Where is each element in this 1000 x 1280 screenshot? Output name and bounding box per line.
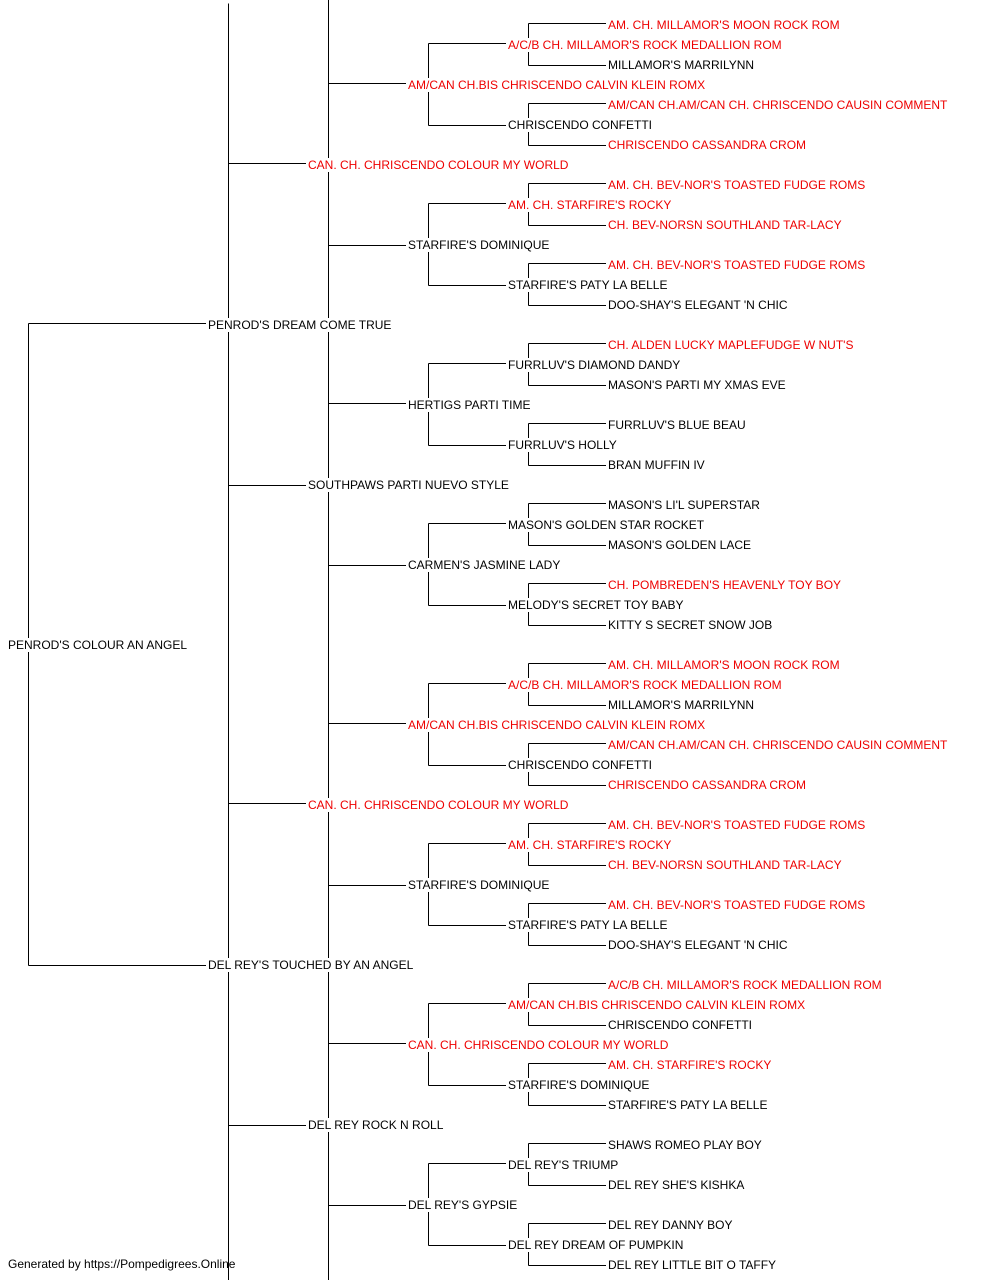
- pedigree-entry-gen-4[interactable]: MASON'S GOLDEN STAR ROCKET: [507, 518, 706, 532]
- pedigree-entry-gen-4[interactable]: CHRISCENDO CONFETTI: [507, 758, 653, 772]
- pedigree-entry-gen-5[interactable]: SHAWS ROMEO PLAY BOY: [607, 1138, 763, 1152]
- pedigree-entry-gen-3[interactable]: STARFIRE'S DOMINIQUE: [407, 878, 551, 892]
- pedigree-entry-gen-4[interactable]: AM/CAN CH.BIS CHRISCENDO CALVIN KLEIN RO…: [507, 998, 807, 1012]
- pedigree-entry-gen-5[interactable]: AM. CH. MILLAMOR'S MOON ROCK ROM: [607, 658, 841, 672]
- pedigree-entry-gen-5[interactable]: DOO-SHAY'S ELEGANT 'N CHIC: [607, 298, 789, 312]
- pedigree-entry-gen-5[interactable]: CH. POMBREDEN'S HEAVENLY TOY BOY: [607, 578, 843, 592]
- pedigree-entry-gen-5[interactable]: AM/CAN CH.AM/CAN CH. CHRISCENDO CAUSIN C…: [607, 738, 949, 752]
- pedigree-entry-gen-5[interactable]: MASON'S GOLDEN LACE: [607, 538, 752, 552]
- pedigree-entry-gen-5[interactable]: CH. ALDEN LUCKY MAPLEFUDGE W NUT'S: [607, 338, 855, 352]
- pedigree-entry-gen-5[interactable]: AM. CH. BEV-NOR'S TOASTED FUDGE ROMS: [607, 898, 867, 912]
- pedigree-entry-gen-3[interactable]: HERTIGS PARTI TIME: [407, 398, 532, 412]
- generated-by-footer: Generated by https://Pompedigrees.Online: [8, 1257, 236, 1271]
- pedigree-entry-gen-5[interactable]: CH. BEV-NORSN SOUTHLAND TAR-LACY: [607, 218, 843, 232]
- pedigree-entry-gen-2[interactable]: CAN. CH. CHRISCENDO COLOUR MY WORLD: [307, 798, 570, 812]
- pedigree-entry-gen-5[interactable]: DEL REY SHE'S KISHKA: [607, 1178, 746, 1192]
- pedigree-entry-gen-3[interactable]: AM/CAN CH.BIS CHRISCENDO CALVIN KLEIN RO…: [407, 78, 707, 92]
- pedigree-entry-gen-5[interactable]: CHRISCENDO CONFETTI: [607, 1018, 753, 1032]
- pedigree-entry-gen-4[interactable]: FURRLUV'S DIAMOND DANDY: [507, 358, 682, 372]
- pedigree-entry-gen-5[interactable]: AM. CH. STARFIRE'S ROCKY: [607, 1058, 773, 1072]
- pedigree-entry-gen-4[interactable]: AM. CH. STARFIRE'S ROCKY: [507, 838, 673, 852]
- pedigree-entry-gen-1[interactable]: DEL REY'S TOUCHED BY AN ANGEL: [207, 958, 415, 972]
- pedigree-entry-gen-4[interactable]: A/C/B CH. MILLAMOR'S ROCK MEDALLION ROM: [507, 678, 783, 692]
- pedigree-entry-gen-5[interactable]: AM. CH. BEV-NOR'S TOASTED FUDGE ROMS: [607, 178, 867, 192]
- pedigree-entry-gen-4[interactable]: STARFIRE'S DOMINIQUE: [507, 1078, 651, 1092]
- pedigree-entry-gen-3[interactable]: DEL REY'S GYPSIE: [407, 1198, 519, 1212]
- pedigree-entry-gen-4[interactable]: STARFIRE'S PATY LA BELLE: [507, 278, 669, 292]
- pedigree-entry-gen-2[interactable]: CAN. CH. CHRISCENDO COLOUR MY WORLD: [307, 158, 570, 172]
- pedigree-entry-gen-4[interactable]: FURRLUV'S HOLLY: [507, 438, 618, 452]
- pedigree-entry-gen-5[interactable]: MILLAMOR'S MARRILYNN: [607, 698, 756, 712]
- pedigree-entry-gen-3[interactable]: AM/CAN CH.BIS CHRISCENDO CALVIN KLEIN RO…: [407, 718, 707, 732]
- pedigree-entry-gen-2[interactable]: SOUTHPAWS PARTI NUEVO STYLE: [307, 478, 510, 492]
- pedigree-entry-gen-4[interactable]: CHRISCENDO CONFETTI: [507, 118, 653, 132]
- pedigree-entry-gen-3[interactable]: CARMEN'S JASMINE LADY: [407, 558, 562, 572]
- pedigree-entry-gen-2[interactable]: DEL REY ROCK N ROLL: [307, 1118, 445, 1132]
- pedigree-entry-gen-3[interactable]: STARFIRE'S DOMINIQUE: [407, 238, 551, 252]
- pedigree-entry-gen-5[interactable]: MASON'S LI'L SUPERSTAR: [607, 498, 761, 512]
- pedigree-entry-gen-5[interactable]: DEL REY DANNY BOY: [607, 1218, 734, 1232]
- pedigree-entry-gen-1[interactable]: PENROD'S DREAM COME TRUE: [207, 318, 393, 332]
- pedigree-entry-gen-4[interactable]: STARFIRE'S PATY LA BELLE: [507, 918, 669, 932]
- pedigree-entry-gen-4[interactable]: DEL REY'S TRIUMP: [507, 1158, 620, 1172]
- pedigree-entry-gen-5[interactable]: A/C/B CH. MILLAMOR'S ROCK MEDALLION ROM: [607, 978, 883, 992]
- pedigree-entry-gen-5[interactable]: KITTY S SECRET SNOW JOB: [607, 618, 774, 632]
- pedigree-entry-gen-5[interactable]: DEL REY LITTLE BIT O TAFFY: [607, 1258, 778, 1272]
- pedigree-entry-gen-4[interactable]: DEL REY DREAM OF PUMPKIN: [507, 1238, 685, 1252]
- pedigree-entry-gen-4[interactable]: AM. CH. STARFIRE'S ROCKY: [507, 198, 673, 212]
- pedigree-entry-gen-5[interactable]: CHRISCENDO CASSANDRA CROM: [607, 138, 808, 152]
- pedigree-entry-gen-5[interactable]: MILLAMOR'S MARRILYNN: [607, 58, 756, 72]
- pedigree-entry-gen-5[interactable]: CH. BEV-NORSN SOUTHLAND TAR-LACY: [607, 858, 843, 872]
- pedigree-entry-gen-5[interactable]: STARFIRE'S PATY LA BELLE: [607, 1098, 769, 1112]
- pedigree-entry-gen-5[interactable]: FURRLUV'S BLUE BEAU: [607, 418, 747, 432]
- pedigree-entry-gen-0[interactable]: PENROD'S COLOUR AN ANGEL: [7, 638, 189, 652]
- pedigree-entry-gen-5[interactable]: CHRISCENDO CASSANDRA CROM: [607, 778, 808, 792]
- pedigree-entry-gen-5[interactable]: DOO-SHAY'S ELEGANT 'N CHIC: [607, 938, 789, 952]
- pedigree-entry-gen-5[interactable]: BRAN MUFFIN IV: [607, 458, 706, 472]
- pedigree-entry-gen-4[interactable]: MELODY'S SECRET TOY BABY: [507, 598, 685, 612]
- pedigree-entry-gen-5[interactable]: AM. CH. BEV-NOR'S TOASTED FUDGE ROMS: [607, 258, 867, 272]
- pedigree-entry-gen-3[interactable]: CAN. CH. CHRISCENDO COLOUR MY WORLD: [407, 1038, 670, 1052]
- pedigree-entry-gen-5[interactable]: AM. CH. BEV-NOR'S TOASTED FUDGE ROMS: [607, 818, 867, 832]
- pedigree-entry-gen-5[interactable]: AM/CAN CH.AM/CAN CH. CHRISCENDO CAUSIN C…: [607, 98, 949, 112]
- pedigree-entry-gen-5[interactable]: AM. CH. MILLAMOR'S MOON ROCK ROM: [607, 18, 841, 32]
- pedigree-entry-gen-5[interactable]: MASON'S PARTI MY XMAS EVE: [607, 378, 787, 392]
- pedigree-entry-gen-4[interactable]: A/C/B CH. MILLAMOR'S ROCK MEDALLION ROM: [507, 38, 783, 52]
